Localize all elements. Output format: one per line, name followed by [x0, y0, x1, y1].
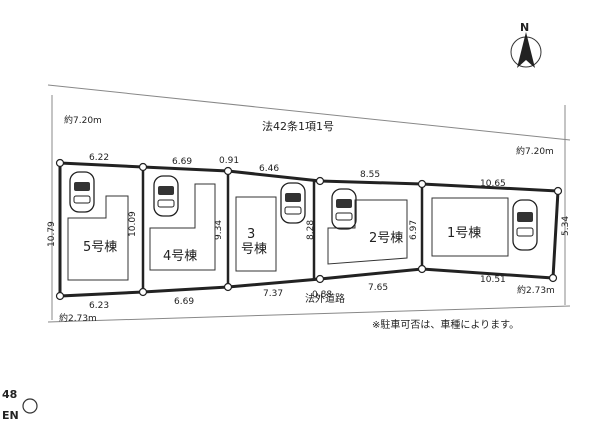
- house-footprint-3: [235, 196, 277, 272]
- dim-lot5-top: 6.22: [89, 153, 109, 163]
- logo-line-2: EN: [2, 409, 19, 422]
- dim-lot4-bottom: 6.69: [174, 297, 194, 307]
- car-icon: [153, 175, 179, 217]
- house-footprint-2: [327, 199, 408, 265]
- north-letter: N: [520, 21, 529, 34]
- road-top-width-left: 約7.20m: [64, 114, 102, 126]
- dim-lot5-bottom: 6.23: [89, 301, 109, 311]
- road-bottom-width-right: 約2.73m: [517, 284, 555, 296]
- dim-lot5-right: 10.09: [128, 211, 138, 237]
- dim-lot1-top: 10.65: [480, 179, 506, 189]
- dim-lot2-bottom: 7.65: [368, 283, 388, 293]
- dim-lot5-left: 10.79: [47, 221, 57, 247]
- boundary-markers: [55, 158, 563, 301]
- house-footprint-5: [67, 195, 129, 281]
- road-bottom-label: 法外道路: [305, 292, 345, 305]
- house-label-3-suffix: 号棟: [241, 242, 267, 257]
- house-footprint-1: [431, 197, 509, 257]
- dim-lot3-top-gap: 0.91: [219, 156, 239, 166]
- car-icon: [280, 182, 306, 224]
- road-bottom-edge: [47, 305, 571, 323]
- dim-lot1-right: 5.34: [561, 216, 571, 236]
- dim-lot3-top: 6.46: [259, 164, 279, 174]
- logo-mascot-icon: [22, 398, 38, 414]
- house-label-1: 1号棟: [447, 226, 481, 241]
- dim-lot3-bottom: 7.37: [263, 289, 283, 299]
- road-top-width-right: 約7.20m: [516, 145, 554, 157]
- car-icon: [331, 188, 357, 230]
- dim-lot4-right: 9.34: [214, 220, 224, 240]
- company-logo: 48 EN: [2, 388, 38, 422]
- house-footprint-4: [149, 183, 216, 271]
- parking-note: ※駐車可否は、車種によります。: [372, 318, 519, 331]
- dim-lot2-top: 8.55: [360, 170, 380, 180]
- north-arrow: N: [510, 21, 542, 68]
- dim-lot3-bottom-gap: 0.88: [312, 290, 332, 300]
- logo-line-1: 48: [2, 388, 17, 401]
- road-top-edge: [47, 84, 571, 141]
- dim-lot3-right: 8.28: [306, 220, 316, 240]
- house-label-3-number: 3: [247, 227, 255, 242]
- house-label-4: 4号棟: [163, 249, 197, 264]
- house-label-2: 2号棟: [369, 231, 403, 246]
- house-label-5: 5号棟: [83, 240, 117, 255]
- road-top-label: 法42条1項1号: [262, 119, 334, 133]
- road-bottom-width-left: 約2.73m: [59, 312, 97, 324]
- dim-lot2-right: 6.97: [409, 220, 419, 240]
- car-icon: [69, 171, 95, 213]
- dim-lot1-bottom: 10.51: [480, 275, 506, 285]
- dim-lot4-top: 6.69: [172, 157, 192, 167]
- car-icon: [512, 199, 538, 251]
